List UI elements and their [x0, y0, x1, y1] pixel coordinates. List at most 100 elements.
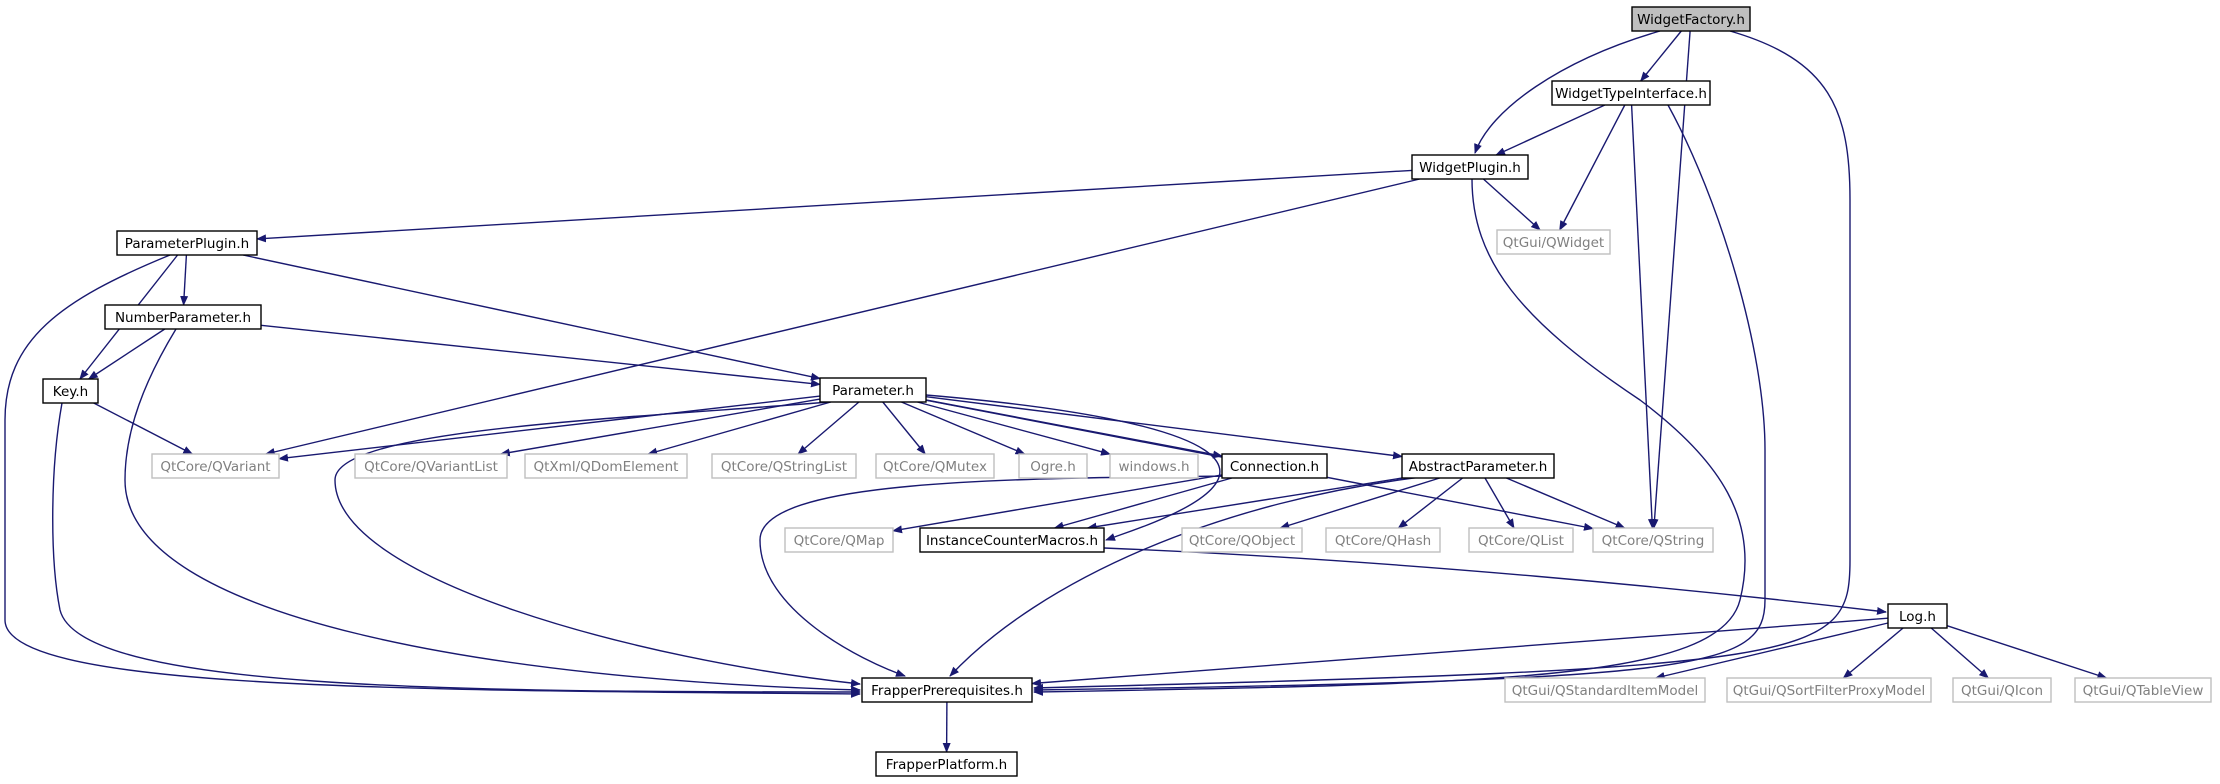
node-abstractparameter[interactable]: AbstractParameter.h [1401, 453, 1555, 479]
node-box [875, 453, 995, 479]
edge-parameter-to-ogre [901, 401, 1026, 455]
edge-numberparameter-to-frapperprereq [124, 328, 861, 694]
node-label: FrapperPrerequisites.h [871, 683, 1023, 699]
node-box [1325, 527, 1441, 553]
node-box [1887, 603, 1948, 629]
node-label: QtCore/QString [1602, 533, 1705, 549]
node-box [42, 378, 99, 404]
node-label: Ogre.h [1030, 459, 1076, 475]
node-qvariantlist: QtCore/QVariantList [354, 453, 508, 479]
node-qobject: QtCore/QObject [1181, 527, 1303, 553]
node-qdomelement: QtXml/QDomElement [524, 453, 688, 479]
node-numberparameter[interactable]: NumberParameter.h [104, 304, 262, 330]
node-qstandarditemmodel: QtGui/QStandardItemModel [1504, 677, 1706, 703]
edge-widgetfactory-to-qstring [1650, 30, 1691, 529]
node-qsortfilter: QtGui/QSortFilterProxyModel [1726, 677, 1932, 703]
edge-abstractparameter-to-qstring [1506, 477, 1626, 529]
node-label: WidgetTypeInterface.h [1555, 86, 1707, 102]
node-label: windows.h [1118, 459, 1189, 475]
node-label: InstanceCounterMacros.h [926, 533, 1098, 549]
edge-log-to-qstandarditemmodel [1654, 622, 1889, 680]
edge-widgetplugin-to-frapperprereq [1033, 178, 1746, 696]
edge-connection-to-qmap [892, 474, 1223, 534]
edge-widgetfactory-to-widgettypeinterface [1640, 30, 1682, 82]
node-ogre: Ogre.h [1018, 453, 1088, 479]
edge-widgetplugin-to-qwidget [1482, 178, 1541, 231]
edge-widgetfactory-to-widgetplugin [1474, 30, 1661, 154]
edge-log-to-qsortfilter [1842, 627, 1904, 679]
node-box [1504, 677, 1706, 703]
node-label: NumberParameter.h [115, 310, 251, 326]
edge-abstractparameter-to-frapperprereq [949, 475, 1431, 677]
node-label: QtCore/QStringList [721, 459, 847, 475]
node-box [524, 453, 688, 479]
edge-log-to-qtableview [1946, 625, 2108, 679]
edge-key-to-qvariant [93, 402, 194, 455]
edge-widgettypeinterface-to-frapperprereq [1033, 104, 1766, 694]
node-box [1401, 453, 1555, 479]
node-box [711, 453, 857, 479]
node-label: Connection.h [1230, 459, 1319, 475]
node-key[interactable]: Key.h [42, 378, 99, 404]
node-widgetfactory[interactable]: WidgetFactory.h [1631, 6, 1751, 32]
node-widgettypeinterface[interactable]: WidgetTypeInterface.h [1551, 80, 1711, 106]
node-instancecounter[interactable]: InstanceCounterMacros.h [919, 527, 1105, 553]
node-label: WidgetFactory.h [1637, 12, 1745, 28]
node-box [1411, 154, 1529, 180]
node-parameterplugin[interactable]: ParameterPlugin.h [116, 230, 258, 256]
node-box [875, 751, 1018, 777]
node-label: FrapperPlatform.h [886, 757, 1007, 773]
node-box [1726, 677, 1932, 703]
node-label: QtGui/QSortFilterProxyModel [1733, 683, 1925, 699]
node-label: QtGui/QWidget [1503, 235, 1604, 251]
node-connection[interactable]: Connection.h [1221, 453, 1328, 479]
edge-abstractparameter-to-instancecounter [1086, 477, 1403, 531]
node-box [819, 377, 927, 403]
node-label: QtCore/QVariantList [364, 459, 498, 475]
edge-connection-to-instancecounter [1053, 477, 1233, 530]
node-box [151, 453, 280, 479]
edge-parameterplugin-to-parameter [242, 254, 821, 381]
node-qmutex: QtCore/QMutex [875, 453, 995, 479]
node-box [1592, 527, 1714, 553]
node-box [116, 230, 258, 256]
edge-widgettypeinterface-to-qwidget [1559, 104, 1626, 231]
node-windows: windows.h [1109, 453, 1199, 479]
node-label: AbstractParameter.h [1409, 459, 1548, 475]
node-qwidget: QtGui/QWidget [1496, 229, 1611, 255]
node-label: QtGui/QStandardItemModel [1512, 683, 1699, 699]
edge-widgetfactory-to-frapperprereq [1033, 30, 1851, 692]
edge-widgettypeinterface-to-widgetplugin [1495, 104, 1606, 156]
node-box [354, 453, 508, 479]
edge-parameter-to-qdomelement [647, 401, 831, 456]
edge-parameter-to-qstringlist [797, 401, 860, 455]
node-box [1551, 80, 1711, 106]
node-frapperplatform[interactable]: FrapperPlatform.h [875, 751, 1018, 777]
edge-connection-to-frapperprereq [759, 475, 1241, 677]
node-widgetplugin[interactable]: WidgetPlugin.h [1411, 154, 1529, 180]
edge-parameter-to-frapperprereq [334, 401, 861, 687]
edge-parameter-to-qvariant [278, 395, 821, 462]
node-label: Log.h [1899, 609, 1936, 625]
node-log[interactable]: Log.h [1887, 603, 1948, 629]
node-label: QtGui/QTableView [2083, 683, 2204, 699]
node-box [1221, 453, 1328, 479]
node-box [2074, 677, 2212, 703]
node-qstringlist: QtCore/QStringList [711, 453, 857, 479]
node-frapperprereq[interactable]: FrapperPrerequisites.h [861, 677, 1033, 703]
node-qtableview: QtGui/QTableView [2074, 677, 2212, 703]
edge-numberparameter-to-parameter [260, 324, 821, 388]
edge-abstractparameter-to-qlist [1484, 477, 1515, 529]
edge-numberparameter-to-key [87, 328, 166, 380]
edge-key-to-frapperprereq [52, 402, 861, 696]
edge-widgettypeinterface-to-qstring [1630, 104, 1656, 529]
node-box [1631, 6, 1751, 32]
edge-abstractparameter-to-qhash [1397, 477, 1464, 529]
node-label: QtCore/QObject [1189, 533, 1295, 549]
edge-parameter-to-windows [917, 401, 1111, 456]
node-parameter[interactable]: Parameter.h [819, 377, 927, 403]
edge-log-to-frapperprereq [1031, 617, 1889, 687]
edge-log-to-qicon [1930, 627, 1990, 679]
node-qicon: QtGui/QIcon [1952, 677, 2052, 703]
